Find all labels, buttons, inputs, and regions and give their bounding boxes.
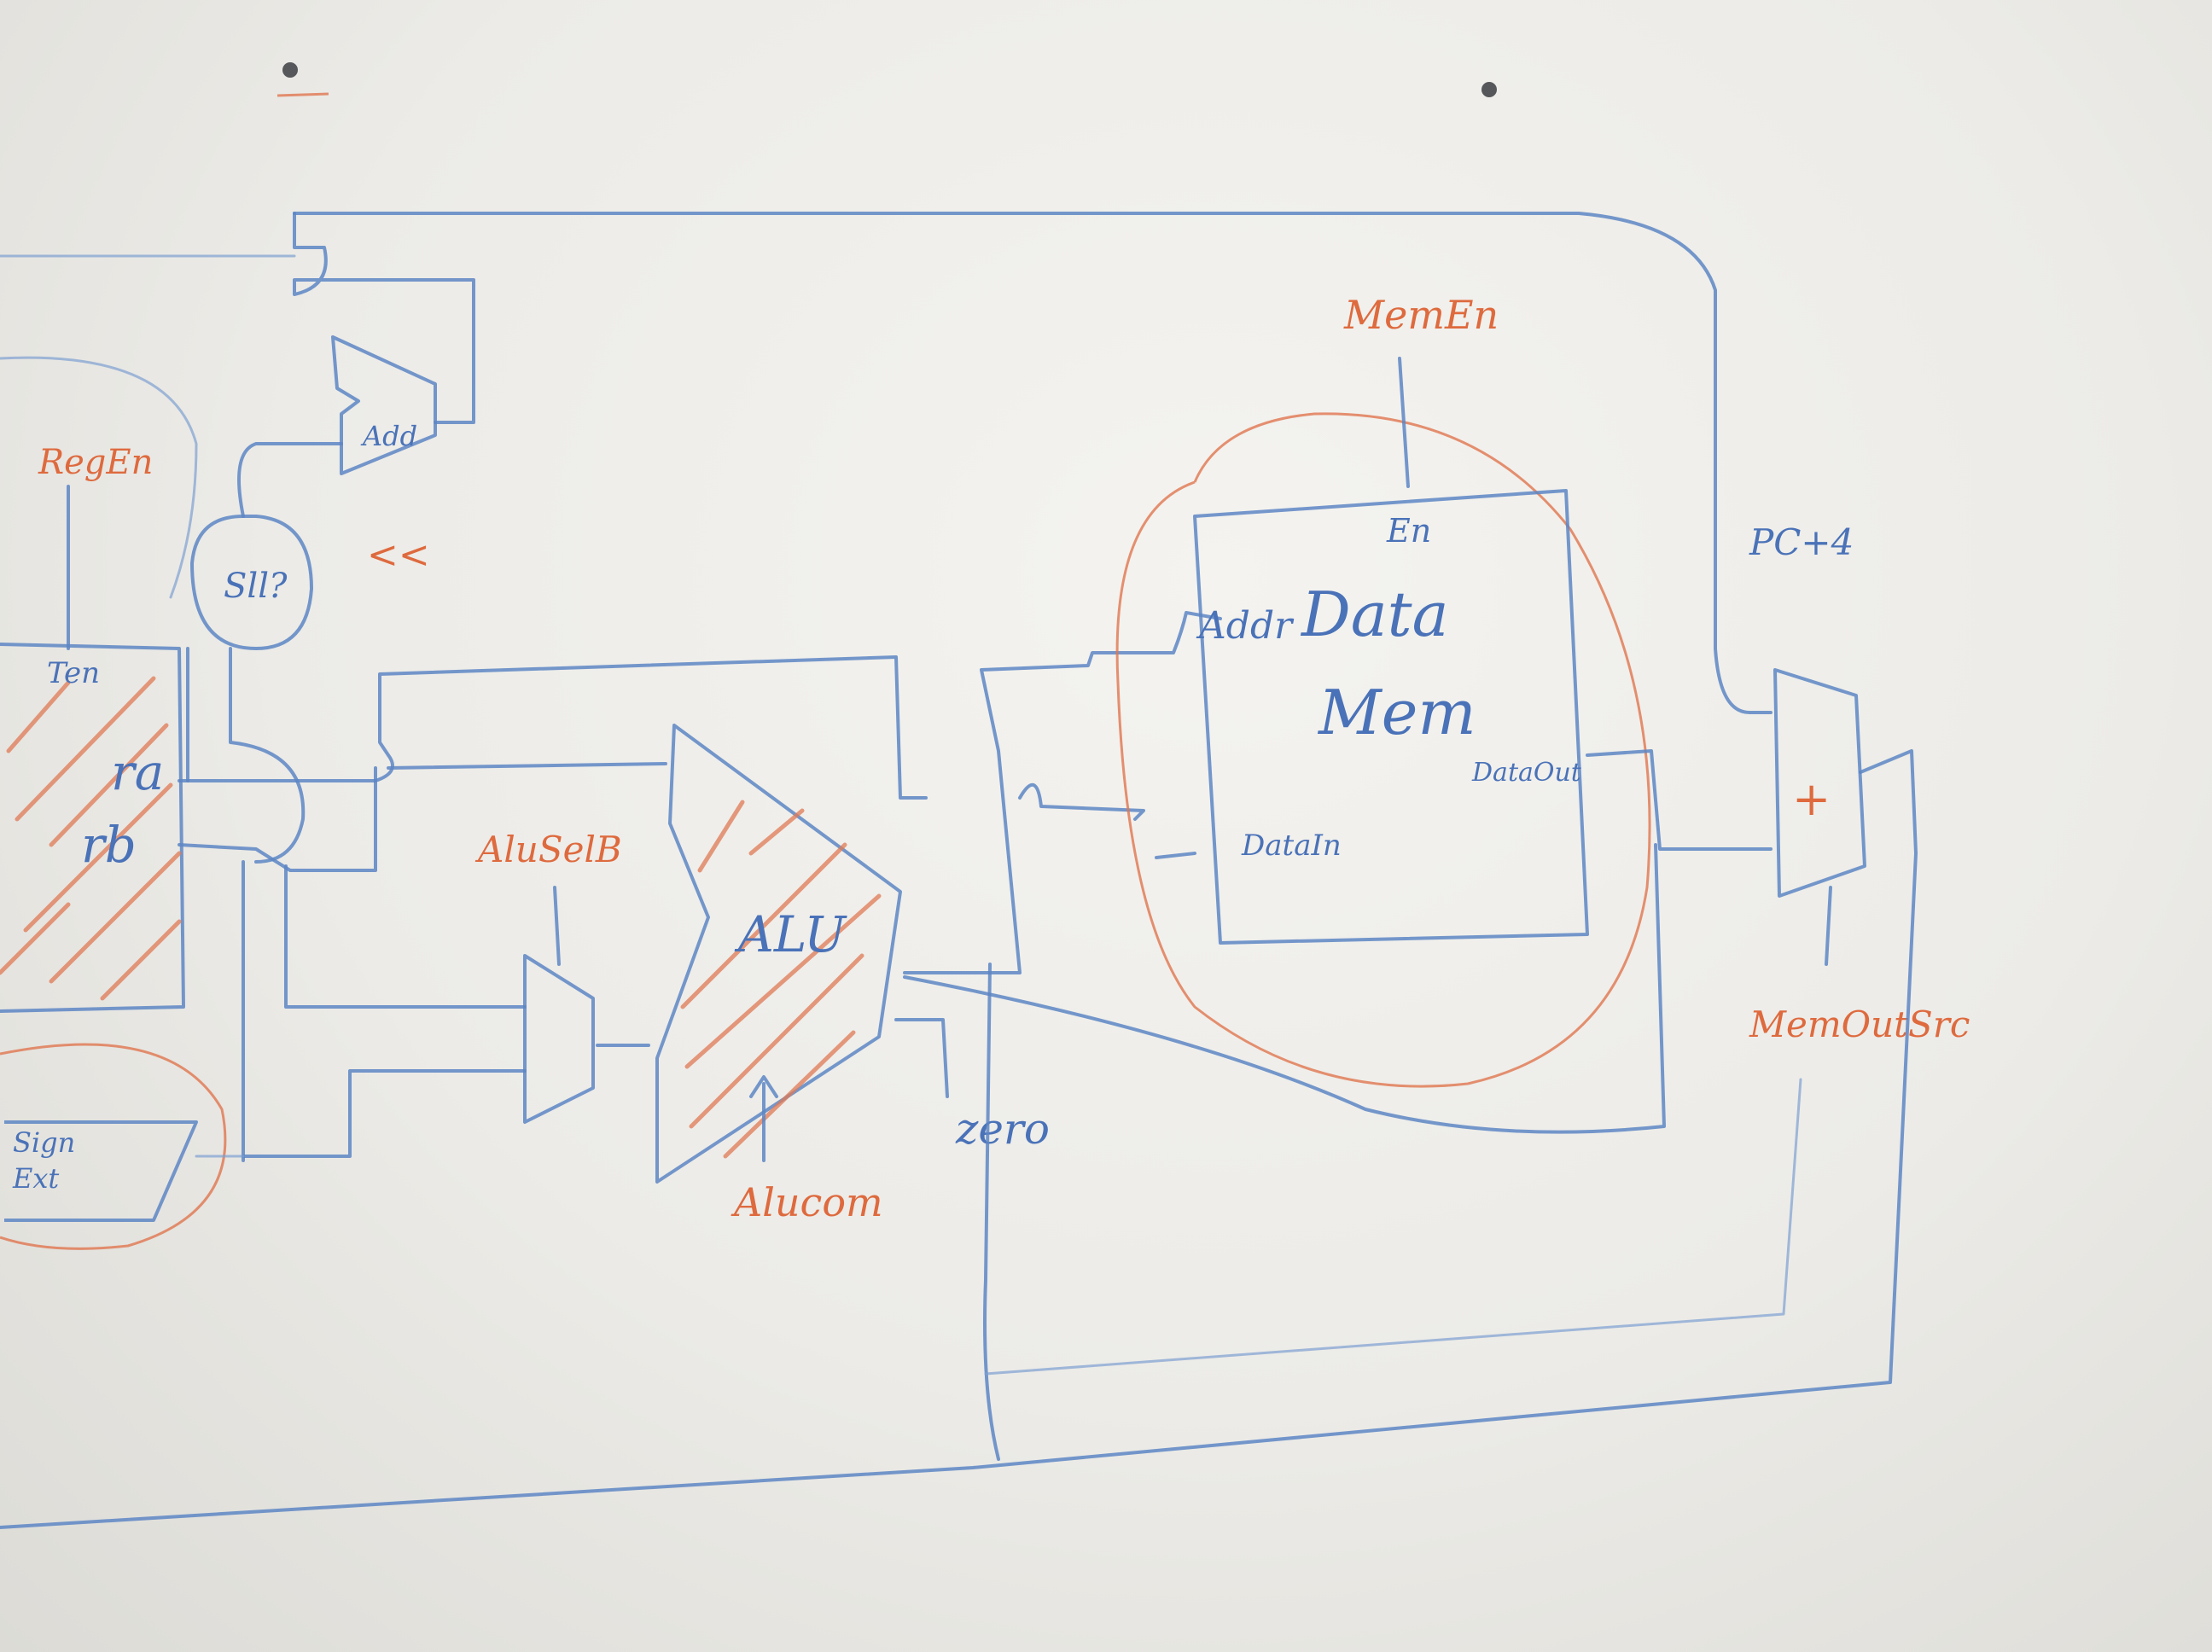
wire-rb-to-mux — [284, 864, 527, 1009]
regfile-ra-label: ra — [111, 743, 164, 801]
wire-ra-to-alu — [387, 762, 667, 770]
datamem-addr-label: Addr — [1196, 604, 1295, 648]
sign-ext: Sign Ext — [0, 1043, 227, 1250]
datamem-title-1: Data — [1300, 579, 1449, 650]
shifter-label: Sll? — [224, 567, 288, 606]
regfile-en-label: Ten — [47, 656, 100, 690]
regen-label: RegEn — [38, 443, 153, 482]
wire-zero — [894, 1018, 949, 1098]
wire-dataout-to-mux — [1586, 749, 1773, 851]
screw-right — [1481, 82, 1497, 97]
wire-alusel — [553, 886, 561, 966]
pc-adder: Add — [331, 335, 437, 475]
screw-left — [282, 62, 298, 78]
wire-signext-to-mux — [242, 1069, 527, 1158]
wire-lower-loop — [983, 963, 1000, 1461]
datamem-title-2: Mem — [1317, 677, 1476, 748]
wire-lower-return — [984, 1078, 1802, 1376]
alu-b-mux — [523, 954, 595, 1124]
shifter: Sll? — [190, 515, 313, 650]
wbmux-label: + — [1792, 772, 1831, 826]
wire-alu-bypass — [903, 843, 1666, 1134]
register-file-hatching — [0, 676, 182, 1001]
register-file: Ten ra rb — [0, 356, 198, 1013]
alu: ALU — [655, 724, 902, 1184]
wire-pc-adder-loop — [293, 212, 475, 424]
memen-label: MemEn — [1343, 292, 1499, 338]
wire-memen — [1398, 357, 1410, 488]
wire-alu-result — [903, 611, 1222, 974]
alu-hatching — [680, 800, 882, 1159]
shift-note: << — [367, 533, 430, 577]
wire-vertical-mid — [186, 647, 245, 1162]
alusel-label: AluSelB — [474, 829, 622, 870]
data-mem: Data Mem En Addr DataIn DataOut — [1115, 412, 1651, 1088]
wire-datain — [1018, 782, 1196, 859]
signext-line2: Ext — [12, 1162, 59, 1195]
alucom-label: Alucom — [731, 1179, 883, 1225]
wire-top-loop — [293, 212, 1773, 714]
wire-rb — [178, 766, 377, 872]
wire-alucom-arrow — [749, 1075, 778, 1162]
alu-label: ALU — [734, 905, 847, 963]
red-mark-top — [276, 92, 329, 97]
memoutsrc-label: MemOutSrc — [1749, 1003, 1970, 1045]
writeback-mux: + — [1773, 668, 1866, 898]
zero-label: zero — [955, 1104, 1050, 1154]
pc-adder-label: Add — [360, 420, 417, 452]
signext-line1: Sign — [13, 1126, 75, 1159]
regfile-rb-label: rb — [81, 816, 137, 874]
datamem-en-label: En — [1386, 512, 1431, 550]
datamem-dataout-label: DataOut — [1471, 758, 1582, 788]
wire-ra — [178, 655, 928, 800]
wire-writeback-loop — [0, 749, 1918, 1529]
pc4-label: PC+4 — [1749, 521, 1854, 563]
wire-wb-control — [1825, 886, 1832, 966]
datamem-datain-label: DataIn — [1241, 829, 1342, 863]
wire-shift-down — [229, 647, 306, 864]
wire-adder-to-shift — [237, 442, 343, 518]
